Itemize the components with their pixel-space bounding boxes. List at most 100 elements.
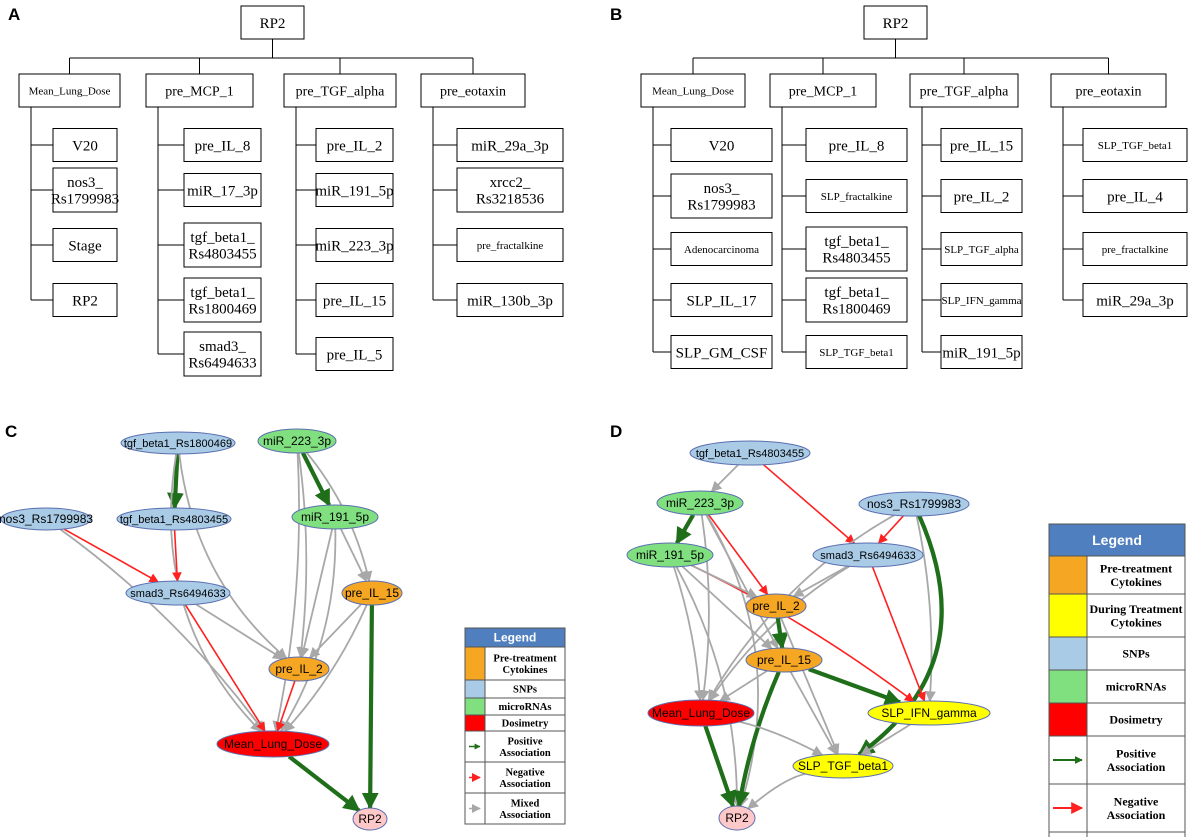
tree-item-mir-29a-3p — [1082, 283, 1188, 317]
node-pre-il-2 — [268, 656, 330, 682]
panel-label-a: A — [8, 5, 20, 24]
tree-header-label: pre_MCP_1 — [165, 84, 233, 99]
tree-item-xrcc2-rs3218536 — [456, 167, 564, 213]
edge-mir191-to-il15 — [681, 565, 773, 650]
edge-mir191-to-il15 — [339, 528, 368, 583]
legend-swatch-dosimetry — [464, 714, 486, 732]
edge-ifn-to-tgfb — [860, 723, 911, 756]
tree-item-pre-il-15 — [940, 128, 1023, 162]
legend-header — [1048, 523, 1186, 557]
tree-item-v20 — [52, 128, 118, 162]
edge-tgf55-to-mir223 — [710, 464, 739, 493]
node-label: nos3_Rs1799983 — [0, 512, 93, 526]
tree-item-stage — [52, 228, 118, 262]
tree-item-mir-17-3p — [183, 173, 262, 207]
edge-il2-to-mld — [275, 680, 296, 732]
edge-layer — [673, 464, 944, 810]
legend-swatch-dosimetry — [1048, 702, 1088, 737]
tree-item-pre-il-5 — [315, 337, 394, 371]
node-mir-191-5p — [291, 504, 379, 530]
tree-header-pre-mcp-1 — [145, 73, 254, 108]
edge-mir223-to-mld — [698, 514, 710, 702]
tree-item-label: tgf_beta1_Rs1800469 — [822, 285, 890, 318]
edge-smad3-to-il2 — [195, 603, 284, 660]
node-mir-223-3p — [257, 428, 337, 454]
edge-mir191-to-il2 — [691, 564, 758, 598]
node-label: tgf_beta1_Rs4803455 — [120, 514, 228, 526]
edge-mld-to-rp2 — [703, 725, 737, 808]
tree-item-pre-il-8 — [183, 128, 262, 162]
tree-item-label: miR_223_3p — [315, 238, 393, 254]
node-slp-tgf-beta1 — [792, 753, 894, 779]
node-label: SLP_TGF_beta1 — [798, 759, 888, 773]
edge-mld-to-rp2 — [287, 754, 361, 813]
legend-swatch-pre-treatment-cytokines — [1048, 555, 1088, 595]
tree-item-label: SLP_IFN_gamma — [941, 295, 1021, 307]
node-rp2 — [718, 805, 756, 831]
node-nos3-rs1799983 — [0, 507, 92, 531]
node-slp-ifn-gamma — [867, 700, 991, 726]
panel-c-network: tgf_beta1_Rs1800469 miR_223_3p nos3_Rs1799… — [0, 428, 566, 831]
node-tgf-beta1-rs4803455 — [689, 440, 811, 466]
tree-item-nos3-rs1799983 — [670, 173, 773, 219]
tree-item-label: nos3_Rs1799983 — [687, 181, 755, 214]
node-mean-lung-dose — [647, 699, 755, 727]
edge-mir191-to-mld — [673, 566, 705, 702]
edge-mir223-to-il2 — [296, 452, 308, 659]
node-label: tgf_beta1_Rs1800469 — [124, 438, 232, 450]
tree-header-mean-lung-dose — [18, 73, 121, 108]
node-label: miR_223_3p — [263, 434, 331, 448]
tree-item-pre-il-8 — [805, 128, 908, 162]
tree-header-pre-eotaxin — [420, 73, 526, 108]
node-pre-il-15 — [745, 647, 823, 673]
edge-il15-to-tgfb — [789, 671, 838, 756]
tree-header-label: pre_eotaxin — [440, 84, 506, 99]
edge-smad3-to-mld — [709, 565, 850, 702]
edge-il15-to-il2 — [309, 603, 362, 659]
tree-root-label: RP2 — [883, 16, 909, 32]
legend-item-label: microRNAs — [1106, 680, 1167, 694]
tree-item-label: RP2 — [72, 293, 98, 309]
legend-item-label: Dosimetry — [1109, 713, 1162, 727]
panel-label-c: C — [5, 422, 17, 441]
tree-item-nos3-rs1799983 — [52, 167, 118, 213]
node-label: tgf_beta1_Rs4803455 — [696, 448, 804, 460]
node-rp2 — [352, 807, 388, 831]
node-label: SLP_IFN_gamma — [881, 706, 977, 720]
edge-il15-to-ifn — [808, 667, 902, 706]
node-label: Mean_Lung_Dose — [224, 737, 322, 751]
tree-item-tgf-beta1-rs4803455 — [183, 222, 262, 268]
tree-item-label: SLP_IL_17 — [686, 293, 757, 309]
tree-item-pre-fractalkine — [456, 228, 564, 262]
tree-item-pre-il-2 — [315, 128, 394, 162]
node-label: RP2 — [725, 811, 749, 825]
panel-label-b: B — [610, 5, 622, 24]
tree-item-label: pre_IL_8 — [829, 138, 885, 154]
edge-smad3-to-ifn — [871, 566, 926, 702]
tree-item-rp2 — [52, 283, 118, 317]
node-smad3-rs6494633 — [125, 580, 231, 606]
tree-item-label: miR_29a_3p — [471, 138, 549, 154]
tree-header-pre-eotaxin — [1050, 73, 1167, 108]
tree-item-label: pre_IL_15 — [950, 138, 1013, 154]
tree-item-slp-il-17 — [670, 283, 773, 317]
edge-mir223-to-mld — [272, 452, 300, 733]
tree-item-pre-il-15 — [315, 283, 394, 317]
edge-mir191-to-rp2 — [675, 566, 743, 808]
node-label: miR_191_5p — [301, 510, 369, 524]
edge-layer — [59, 451, 379, 813]
tree-item-label: SLP_GM_CSF — [676, 345, 768, 361]
tree-item-label: nos3_Rs1799983 — [51, 175, 119, 208]
legend-item-label: SNPs — [1122, 647, 1150, 661]
tree-item-label: pre_IL_4 — [1107, 189, 1163, 205]
node-nos3-rs1799983 — [858, 491, 970, 517]
node-label: pre_IL_15 — [757, 653, 811, 667]
edge-mir191-to-il2 — [298, 528, 334, 659]
panel-label-d: D — [610, 422, 622, 441]
tree-item-label: V20 — [709, 138, 735, 154]
